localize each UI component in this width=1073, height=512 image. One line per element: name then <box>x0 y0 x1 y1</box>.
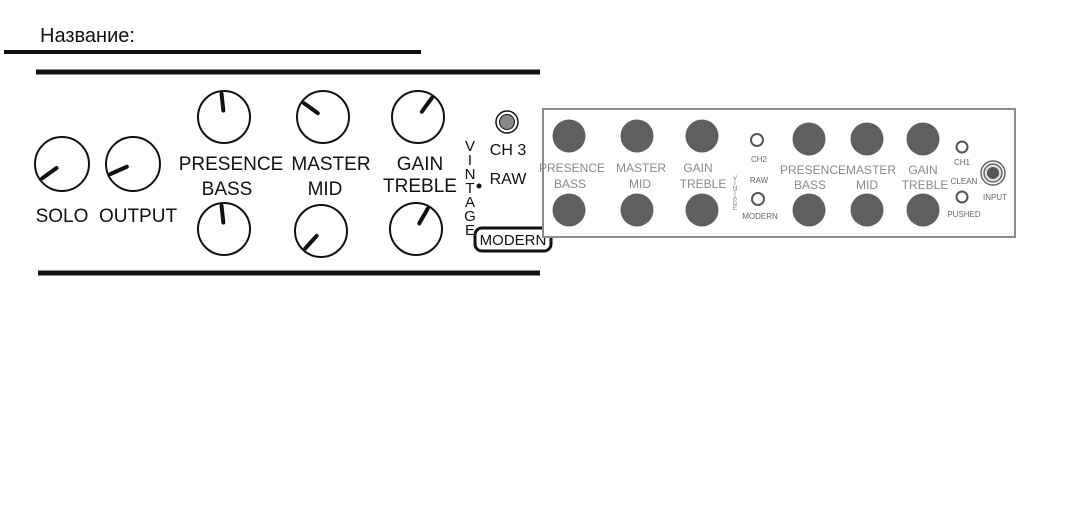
knob-pointer <box>40 165 59 181</box>
knob-body <box>389 202 443 256</box>
ch1-pushed-label: PUSHED <box>947 210 981 219</box>
reference-knob-icon <box>552 119 586 153</box>
reference-knob-icon <box>620 193 654 227</box>
ch3-label: CH 3 <box>490 142 527 159</box>
ref-ch3-gain: GAIN <box>683 161 712 175</box>
reference-knob-icon <box>792 122 826 156</box>
ref-ch1-mid: MID <box>856 178 878 192</box>
ch1-label: CH1 <box>954 158 971 167</box>
knob-body <box>294 204 348 258</box>
knob-body <box>391 90 445 144</box>
ref-ch1-presence: PRESENCE <box>780 163 846 177</box>
reference-knob-icon <box>685 119 719 153</box>
ref-ch3-master: MASTER <box>616 161 666 175</box>
knob-presence[interactable] <box>197 90 251 144</box>
presence-label: PRESENCE <box>179 154 284 175</box>
knob-pointer <box>417 206 430 226</box>
solo-label: SOLO <box>36 206 89 227</box>
ref-ch3-bass: BASS <box>554 177 586 191</box>
knob-treble[interactable] <box>389 202 443 256</box>
knob-pointer <box>303 233 319 251</box>
reference-knob-icon <box>620 119 654 153</box>
ref-ch1-gain: GAIN <box>908 163 937 177</box>
raw-label[interactable]: RAW <box>490 171 528 188</box>
reference-knob-icon <box>792 193 826 227</box>
ch2-modern-label: MODERN <box>742 212 778 221</box>
mid-label: MID <box>308 179 343 200</box>
ch2-mode-led-icon <box>751 192 765 206</box>
reference-knobs <box>552 119 940 227</box>
vintage-label: VINTAGE <box>462 138 479 236</box>
knob-pointer <box>108 164 129 176</box>
ch1-pushed-led-icon <box>955 190 969 204</box>
ref-ch1-master: MASTER <box>846 163 896 177</box>
ch3-led-icon <box>499 114 515 130</box>
knob-pointer <box>419 96 434 114</box>
modern-label[interactable]: MODERN <box>480 232 547 249</box>
reference-knob-icon <box>685 193 719 227</box>
ch1-clean-label: CLEAN <box>951 177 978 186</box>
knob-body <box>296 90 350 144</box>
ref-ch3-treble: TREBLE <box>680 177 727 191</box>
modern-selection-circle <box>473 226 553 253</box>
bass-label: BASS <box>202 179 253 200</box>
ch2-label: CH2 <box>751 155 768 164</box>
mode-switch-dot[interactable] <box>476 183 482 189</box>
gain-label: GAIN <box>397 154 443 175</box>
output-label: OUTPUT <box>99 206 178 227</box>
knob-body <box>197 202 251 256</box>
ref-ch3-mid: MID <box>629 177 651 191</box>
knob-pointer <box>302 101 320 116</box>
reference-knob-icon <box>906 122 940 156</box>
reference-knob-icon <box>906 193 940 227</box>
input-label: INPUT <box>983 193 1007 202</box>
knob-body <box>105 136 161 192</box>
reference-knob-icon <box>850 193 884 227</box>
master-label: MASTER <box>291 154 370 175</box>
title-label: Название: <box>40 25 135 47</box>
reference-knob-icon <box>850 122 884 156</box>
knob-mid[interactable] <box>294 204 348 258</box>
knob-body <box>197 90 251 144</box>
knob-bass[interactable] <box>197 202 251 256</box>
knob-pointer <box>219 203 226 225</box>
knob-output[interactable] <box>105 136 161 192</box>
ch2-raw-label: RAW <box>750 176 769 185</box>
input-jack-icon <box>980 160 1006 186</box>
knob-solo[interactable] <box>34 136 90 192</box>
reference-knob-icon <box>552 193 586 227</box>
ref-vintage-label: VINTAGE <box>732 176 738 211</box>
knob-pointer <box>219 91 226 113</box>
ch2-led-icon <box>750 133 764 147</box>
ref-ch1-bass: BASS <box>794 178 826 192</box>
ref-ch3-presence: PRESENCE <box>539 161 605 175</box>
knob-gain[interactable] <box>391 90 445 144</box>
knob-body <box>34 136 90 192</box>
ref-ch1-treble: TREBLE <box>902 178 949 192</box>
ch1-led-icon <box>955 140 969 154</box>
treble-label: TREBLE <box>383 176 457 197</box>
knob-master[interactable] <box>296 90 350 144</box>
